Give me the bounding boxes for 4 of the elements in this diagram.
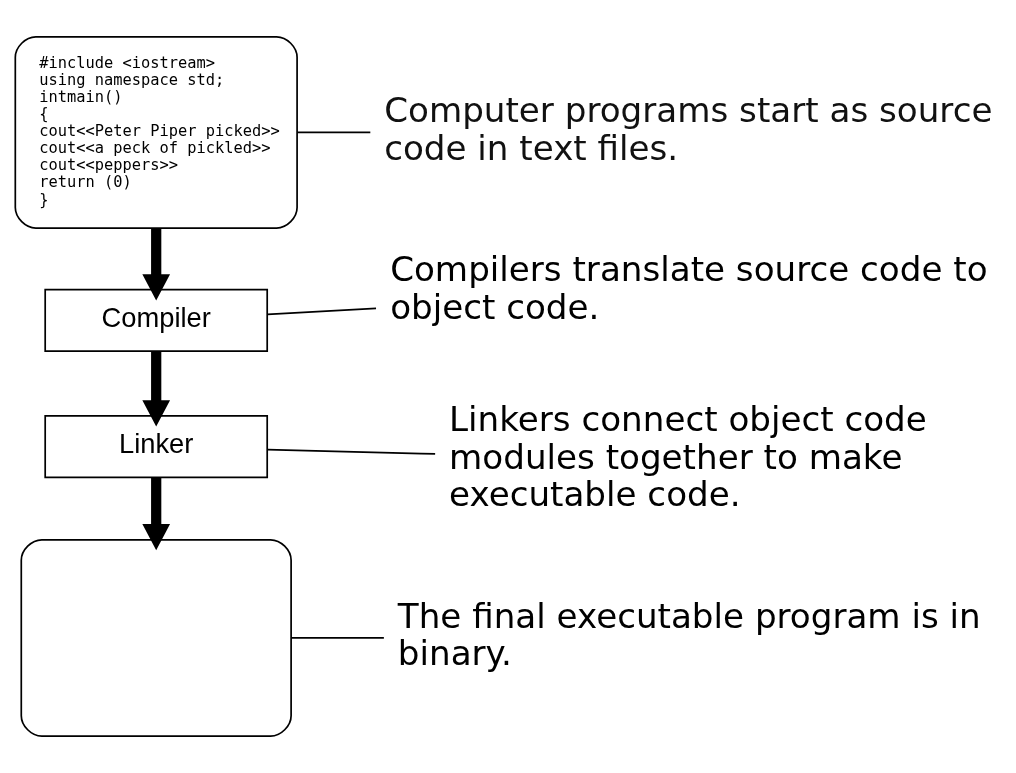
node-text: The final executable program is in binary. (397, 595, 981, 674)
node-text: Linkers connect object code modules together to make executable code. (449, 399, 927, 515)
node-text: Computer programs start as source code in text files. (384, 90, 993, 168)
node-text: Compilers translate source code to object code. (390, 249, 988, 327)
